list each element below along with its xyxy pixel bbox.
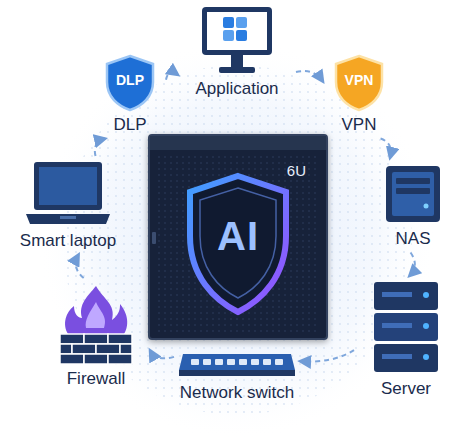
dashed-flow-arrow	[150, 350, 174, 358]
device-caption: Application	[195, 79, 278, 99]
dashed-flow-arrow	[381, 139, 391, 158]
device-node: DLP DLP	[98, 54, 162, 135]
dashed-flow-arrow	[76, 255, 84, 278]
logo-text: AI	[188, 214, 288, 259]
device-icon	[382, 162, 444, 226]
firewall-icon	[54, 282, 138, 366]
device-node: Server	[358, 280, 454, 399]
device-icon	[199, 4, 275, 76]
shield-text: DLP	[104, 72, 156, 88]
device-node: Application	[182, 4, 292, 99]
device-icon	[177, 346, 297, 380]
device-node: Network switch	[178, 346, 296, 403]
dashed-flow-arrow	[300, 350, 354, 362]
device-icon	[54, 282, 138, 366]
sw-icon	[177, 346, 297, 380]
device-caption: Firewall	[67, 369, 126, 389]
device-icon	[366, 280, 446, 376]
device-caption: Smart laptop	[20, 231, 116, 251]
dashed-flow-arrow	[166, 72, 178, 79]
device-caption: VPN	[342, 115, 377, 135]
device-caption: DLP	[113, 115, 146, 135]
dashed-flow-arrow	[296, 71, 323, 82]
device-icon: VPN	[333, 54, 385, 112]
device-node: Firewall	[46, 282, 146, 389]
device-caption: NAS	[396, 229, 431, 249]
device-caption: Server	[381, 379, 431, 399]
device-icon	[22, 160, 114, 228]
device-node: NAS	[372, 162, 454, 249]
nas-icon	[382, 162, 444, 226]
laptop-icon	[22, 160, 114, 228]
rack-cabinet: 6U AI	[148, 134, 328, 340]
monitor-icon	[199, 4, 275, 76]
dashed-flow-arrow	[409, 253, 415, 276]
shield-text: VPN	[333, 72, 385, 88]
dashed-flow-arrow	[95, 139, 105, 156]
unit-size-label: 6U	[287, 162, 306, 179]
device-node: Smart laptop	[6, 160, 130, 251]
device-icon: DLP	[104, 54, 156, 112]
server-icon	[366, 280, 446, 376]
device-caption: Network switch	[180, 383, 294, 403]
device-node: VPN VPN	[327, 54, 391, 135]
